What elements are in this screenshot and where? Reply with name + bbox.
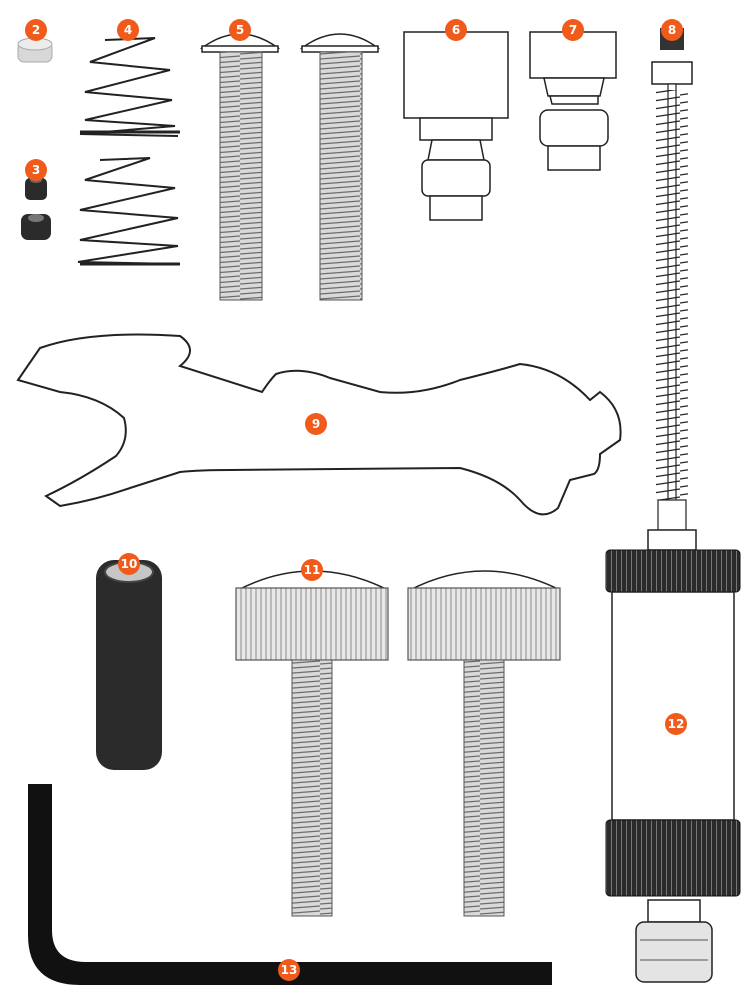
badge-number: 7 [569,23,577,37]
badge-circle [278,959,300,981]
badge-number: 3 [32,163,40,177]
badge-number: 12 [668,717,685,731]
badge-number: 5 [236,23,244,37]
badge-circle [562,19,584,41]
badge-part-7: 7 [562,19,584,41]
badge-circle [661,19,683,41]
badge-circle [118,553,140,575]
badge-part-12: 12 [665,713,687,735]
badge-circle [445,19,467,41]
part-3-bushings [21,177,51,240]
part-6-adapter [403,31,509,221]
badge-number: 2 [32,23,40,37]
part-12-body [605,549,741,983]
badge-part-10: 10 [118,553,140,575]
badge-circle [229,19,251,41]
badge-part-2: 2 [25,19,47,41]
badge-part-9: 9 [305,413,327,435]
badge-number: 10 [121,557,138,571]
part-13-hex-key [28,784,552,985]
part-7-adapter [529,31,617,171]
badge-number: 6 [452,23,460,37]
number-badges: 2 3 4 5 6 7 8 9 10 11 12 13 [25,19,687,981]
part-11-thumb-screws [235,570,561,917]
badge-circle [301,559,323,581]
badge-number: 8 [668,23,676,37]
badge-number: 4 [124,23,132,37]
badge-part-13: 13 [278,959,300,981]
badge-part-11: 11 [301,559,323,581]
badge-circle [305,413,327,435]
badge-part-5: 5 [229,19,251,41]
badge-circle [117,19,139,41]
badge-part-6: 6 [445,19,467,41]
part-5-bolts [199,33,381,301]
badge-part-3: 3 [25,159,47,181]
badge-number: 9 [312,417,320,431]
badge-circle [25,159,47,181]
badge-circle [665,713,687,735]
badge-part-4: 4 [117,19,139,41]
part-4-springs [77,37,181,266]
badge-part-8: 8 [661,19,683,41]
badge-circle [25,19,47,41]
part-10-cylinder [96,560,162,770]
part-8-rod-spring [647,28,697,551]
badge-number: 13 [281,963,298,977]
badge-number: 11 [304,563,321,577]
part-2-washer [17,37,53,63]
